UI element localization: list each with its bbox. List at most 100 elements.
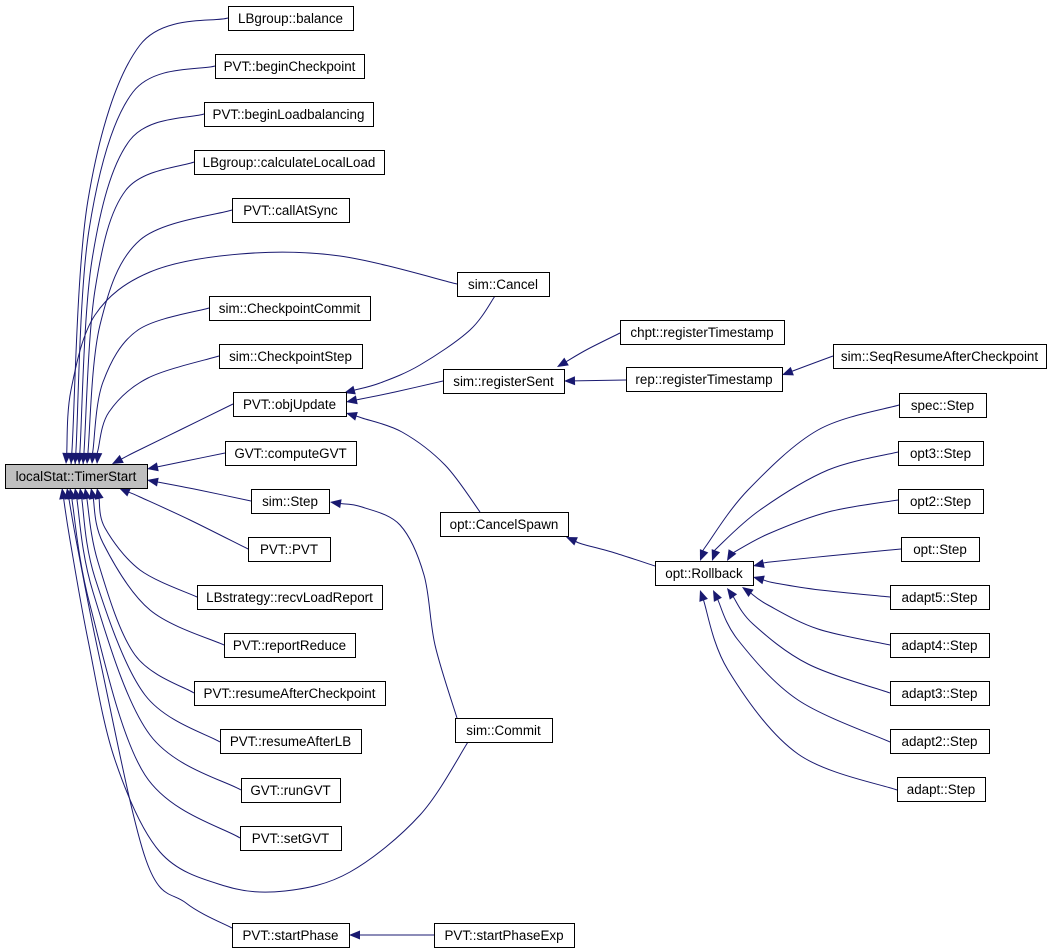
graph-node-label: adapt3::Step — [902, 686, 978, 701]
graph-node-adapt5step[interactable]: adapt5::Step — [890, 585, 990, 610]
graph-node-box[interactable] — [197, 585, 383, 610]
graph-node-begincheckpoint[interactable]: PVT::beginCheckpoint — [215, 54, 365, 79]
graph-node-balance[interactable]: LBgroup::balance — [228, 6, 354, 31]
graph-node-label: spec::Step — [911, 398, 974, 413]
graph-node-box[interactable] — [232, 198, 350, 223]
graph-node-timerstart[interactable]: localStat::TimerStart — [5, 464, 148, 489]
graph-node-startphase[interactable]: PVT::startPhase — [232, 923, 350, 948]
graph-node-box[interactable] — [898, 441, 984, 466]
arrowhead-icon — [346, 412, 358, 421]
graph-edge-optstep-rollback — [753, 548, 902, 568]
graph-node-recvloadreport[interactable]: LBstrategy::recvLoadReport — [197, 585, 383, 610]
graph-node-box[interactable] — [225, 441, 357, 466]
graph-node-checkpointstep[interactable]: sim::CheckpointStep — [219, 344, 363, 369]
graph-node-opt3step[interactable]: opt3::Step — [898, 441, 984, 466]
graph-node-chptregistertimestamp[interactable]: chpt::registerTimestamp — [620, 320, 785, 345]
graph-edge-seqresume-repregistertimestamp — [782, 355, 834, 376]
graph-node-registersent[interactable]: sim::registerSent — [443, 369, 565, 394]
arrowhead-icon — [346, 395, 358, 405]
graph-node-opt2step[interactable]: opt2::Step — [898, 489, 984, 514]
graph-node-calculatelocalload[interactable]: LBgroup::calculateLocalLoad — [194, 150, 385, 175]
graph-node-box[interactable] — [251, 489, 330, 514]
graph-node-label: GVT::computeGVT — [234, 446, 346, 461]
graph-node-resumeafterlb[interactable]: PVT::resumeAfterLB — [220, 729, 362, 754]
arrowhead-icon — [753, 559, 765, 568]
graph-node-seqresume[interactable]: sim::SeqResumeAfterCheckpoint — [833, 344, 1047, 369]
graph-node-adapt4step[interactable]: adapt4::Step — [890, 633, 990, 658]
graph-node-rollback[interactable]: opt::Rollback — [655, 561, 754, 586]
graph-node-box[interactable] — [219, 344, 363, 369]
graph-node-callatsync[interactable]: PVT::callAtSync — [232, 198, 350, 223]
graph-node-beginloadbalancing[interactable]: PVT::beginLoadbalancing — [204, 102, 374, 127]
arrowhead-icon — [699, 549, 709, 561]
graph-node-adaptstep[interactable]: adapt::Step — [897, 777, 986, 802]
graph-node-rungvt[interactable]: GVT::runGVT — [241, 778, 341, 803]
graph-node-objupdate[interactable]: PVT::objUpdate — [233, 392, 347, 417]
graph-node-box[interactable] — [204, 102, 374, 127]
graph-node-reportreduce[interactable]: PVT::reportReduce — [224, 633, 356, 658]
arrowhead-icon — [753, 575, 765, 585]
graph-node-box[interactable] — [898, 489, 984, 514]
graph-node-specstep[interactable]: spec::Step — [899, 393, 987, 418]
graph-node-box[interactable] — [457, 272, 550, 297]
arrowhead-icon — [119, 488, 131, 497]
graph-node-box[interactable] — [240, 826, 342, 851]
graph-node-box[interactable] — [655, 561, 754, 586]
arrowhead-icon — [112, 454, 124, 464]
graph-node-box[interactable] — [897, 777, 986, 802]
graph-node-box[interactable] — [833, 344, 1047, 369]
graph-node-box[interactable] — [440, 512, 569, 537]
graph-node-box[interactable] — [194, 150, 385, 175]
graph-node-box[interactable] — [215, 54, 365, 79]
graph-node-box[interactable] — [5, 464, 148, 489]
graph-node-label: opt::Step — [913, 542, 967, 557]
graph-node-repregistertimestamp[interactable]: rep::registerTimestamp — [626, 367, 783, 392]
graph-node-box[interactable] — [434, 923, 575, 948]
graph-node-box[interactable] — [241, 778, 341, 803]
graph-node-box[interactable] — [620, 320, 785, 345]
arrowhead-icon — [147, 477, 159, 487]
graph-node-optstep[interactable]: opt::Step — [901, 537, 980, 562]
graph-node-box[interactable] — [890, 681, 990, 706]
graph-node-label: adapt5::Step — [902, 590, 978, 605]
graph-node-label: PVT::reportReduce — [233, 638, 346, 653]
graph-node-label: sim::SeqResumeAfterCheckpoint — [841, 349, 1039, 364]
graph-node-box[interactable] — [209, 296, 371, 321]
graph-node-box[interactable] — [890, 585, 990, 610]
graph-node-cancelspawn[interactable]: opt::CancelSpawn — [440, 512, 569, 537]
graph-node-simstep[interactable]: sim::Step — [251, 489, 330, 514]
graph-node-simcancel[interactable]: sim::Cancel — [457, 272, 550, 297]
graph-node-box[interactable] — [890, 633, 990, 658]
graph-node-label: PVT::resumeAfterLB — [230, 734, 351, 749]
graph-node-checkpointcommit[interactable]: sim::CheckpointCommit — [209, 296, 371, 321]
graph-node-box[interactable] — [901, 537, 980, 562]
graph-node-box[interactable] — [233, 392, 347, 417]
graph-node-box[interactable] — [228, 6, 354, 31]
arrowhead-icon — [349, 930, 360, 940]
graph-node-pvtpvt[interactable]: PVT::PVT — [248, 537, 331, 562]
graph-node-box[interactable] — [232, 923, 350, 948]
graph-edge-registersent-objupdate — [346, 380, 444, 405]
graph-node-box[interactable] — [899, 393, 987, 418]
graph-node-simcommit[interactable]: sim::Commit — [455, 718, 553, 743]
graph-node-box[interactable] — [194, 681, 386, 706]
graph-node-adapt2step[interactable]: adapt2::Step — [890, 729, 990, 754]
graph-node-box[interactable] — [224, 633, 356, 658]
graph-edge-startphaseexp-startphase — [349, 930, 434, 940]
graph-node-box[interactable] — [626, 367, 783, 392]
graph-node-computegvt[interactable]: GVT::computeGVT — [225, 441, 357, 466]
graph-node-startphaseexp[interactable]: PVT::startPhaseExp — [434, 923, 575, 948]
graph-node-box[interactable] — [248, 537, 331, 562]
graph-node-adapt3step[interactable]: adapt3::Step — [890, 681, 990, 706]
graph-edge-begincheckpoint-timerstart — [71, 65, 216, 468]
graph-node-box[interactable] — [890, 729, 990, 754]
arrowhead-icon — [147, 462, 159, 472]
graph-node-box[interactable] — [443, 369, 565, 394]
graph-node-box[interactable] — [455, 718, 553, 743]
graph-node-resumeaftercheckpoint[interactable]: PVT::resumeAfterCheckpoint — [194, 681, 386, 706]
graph-node-box[interactable] — [220, 729, 362, 754]
graph-node-setgvt[interactable]: PVT::setGVT — [240, 826, 342, 851]
graph-edge-reportreduce-timerstart — [88, 488, 225, 646]
graph-node-label: LBstrategy::recvLoadReport — [206, 590, 373, 605]
graph-node-label: chpt::registerTimestamp — [630, 325, 773, 340]
